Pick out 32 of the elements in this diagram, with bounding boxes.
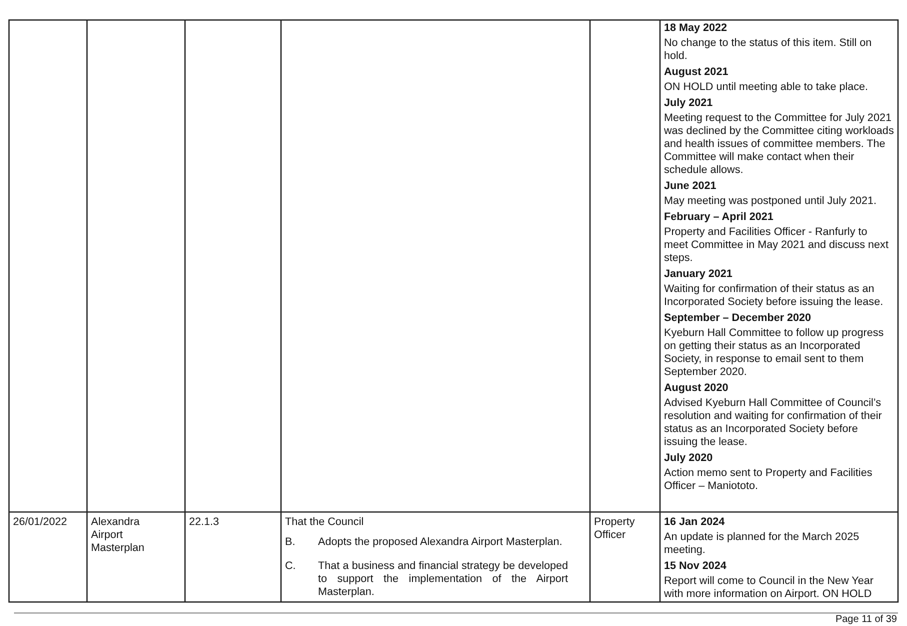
resolution-item: Adopts the proposed Alexandra Airport Masterplan. [318,536,564,549]
date-heading: January 2021 [664,268,734,281]
update-text: Action memo sent to Property and Facilities Officer – Maniototo. [664,467,874,493]
resolution-number: 22.1.3 [189,516,220,529]
resolution-text: That the Council [285,516,365,529]
date-heading: 18 May 2022 [664,22,728,35]
page-number: Page 11 of 39 [834,613,897,626]
responsible-officer: Property Officer [594,516,636,542]
update-text: Meeting request to the Committee for July 2021 was declined by the Committee citing workloads and health issues of committee members. The Committee will make contact when their schedule allows. [664,112,894,177]
date-heading: September – December 2020 [664,312,812,325]
list-marker: B. [285,536,296,549]
date-heading: July 2020 [664,452,714,465]
list-marker: C. [285,560,297,573]
date-heading: February – April 2021 [664,211,774,224]
date-heading: June 2021 [664,180,718,193]
date-heading: 15 Nov 2024 [664,560,728,573]
update-text: Waiting for confirmation of their status as an Incorporated Society before issuing the lease. [664,283,884,309]
update-text: An update is planned for the March 2025 meeting. [664,531,860,557]
meeting-date: 26/01/2022 [13,516,68,529]
update-text: Report will come to Council in the New Year with more information on Airport. ON HOLD [664,575,874,601]
update-text: No change to the status of this item. Still on hold. [664,37,873,63]
date-heading: August 2021 [664,66,730,79]
update-text: Advised Kyeburn Hall Committee of Council’s resolution and waiting for confirmation of their status as an Incorporated Society before issuing the lease. [664,397,883,449]
update-text: Kyeburn Hall Committee to follow up progress on getting their status as an Incorporated Society, in response to email sent to them September 2020. [664,327,885,379]
item-title: Alexandra Airport Masterplan [91,516,146,555]
update-text: ON HOLD until meeting able to take place. [664,81,870,94]
date-heading: August 2020 [664,382,730,395]
resolution-item: That a business and financial strategy be developed to support the implementation of the Airport Masterplan. [318,560,568,599]
date-heading: 16 Jan 2024 [664,516,726,529]
update-text: May meeting was postponed until July 2021. [664,195,878,208]
update-text: Property and Facilities Officer - Ranfurly to meet Committee in May 2021 and discuss next steps. [664,226,890,265]
date-heading: July 2021 [664,97,714,110]
